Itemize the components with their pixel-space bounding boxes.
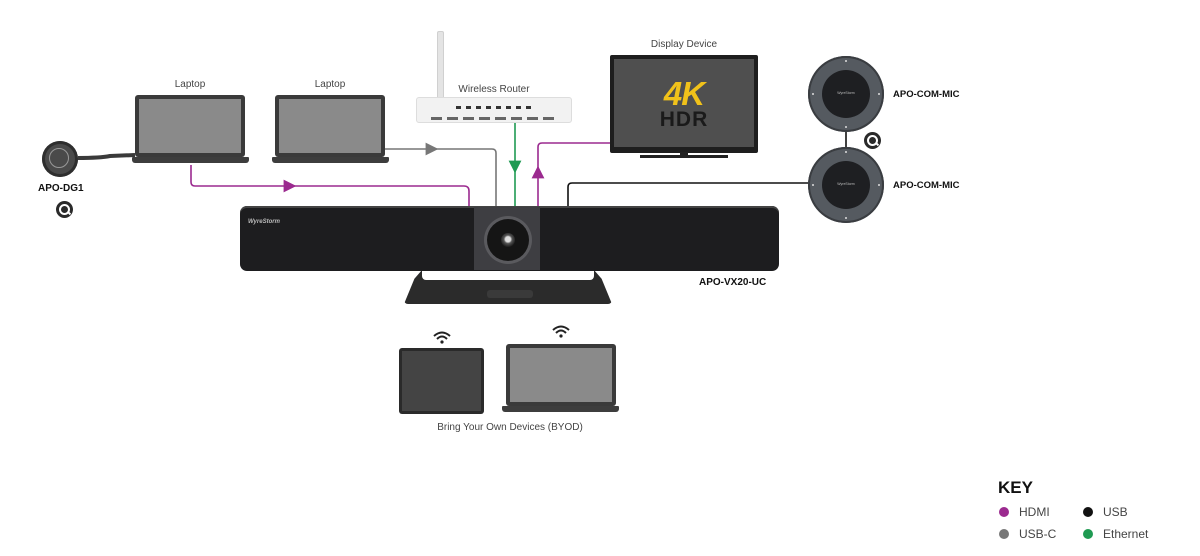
key-item-usbc: USB-C <box>999 527 1056 541</box>
ethernet-swatch-icon <box>1083 529 1093 539</box>
hdmi-swatch-icon <box>999 507 1009 517</box>
laptop-2-label: Laptop <box>314 79 346 90</box>
laptop-1-label: Laptop <box>174 79 206 90</box>
mic-1: WyreStorm <box>808 56 884 132</box>
dongle-logo-icon <box>49 148 69 168</box>
mic-2-label: APO-COM-MIC <box>893 180 960 191</box>
camera-lens-icon <box>487 219 529 261</box>
mic-1-label: APO-COM-MIC <box>893 89 960 100</box>
dongle-label: APO-DG1 <box>38 183 84 194</box>
dongle-cable <box>77 153 136 160</box>
soundbar-brand: WyreStorm <box>248 219 280 225</box>
display-label: Display Device <box>650 39 718 50</box>
display-hdr-text: HDR <box>659 108 709 131</box>
dongle-search-icon[interactable] <box>56 201 73 218</box>
soundbar-label: APO-VX20-UC <box>699 277 767 288</box>
router-antenna <box>437 31 444 99</box>
mic-search-icon[interactable] <box>864 132 881 149</box>
wifi-icon-tablet <box>433 331 451 344</box>
byod-label: Bring Your Own Devices (BYOD) <box>437 422 583 433</box>
mic-2: WyreStorm <box>808 147 884 223</box>
key-title: KEY <box>998 478 1033 497</box>
display-4k-text: 4K <box>663 75 705 112</box>
usbc-swatch-icon <box>999 529 1009 539</box>
hdmi-wire-laptop <box>190 165 297 193</box>
key-item-hdmi: HDMI <box>999 505 1050 519</box>
router-label: Wireless Router <box>458 84 530 95</box>
wifi-icon-laptop <box>552 325 570 338</box>
key-item-usb: USB <box>1083 505 1128 519</box>
usb-swatch-icon <box>1083 507 1093 517</box>
key-item-ethernet: Ethernet <box>1083 527 1148 541</box>
usb-wire-mic <box>567 182 810 207</box>
